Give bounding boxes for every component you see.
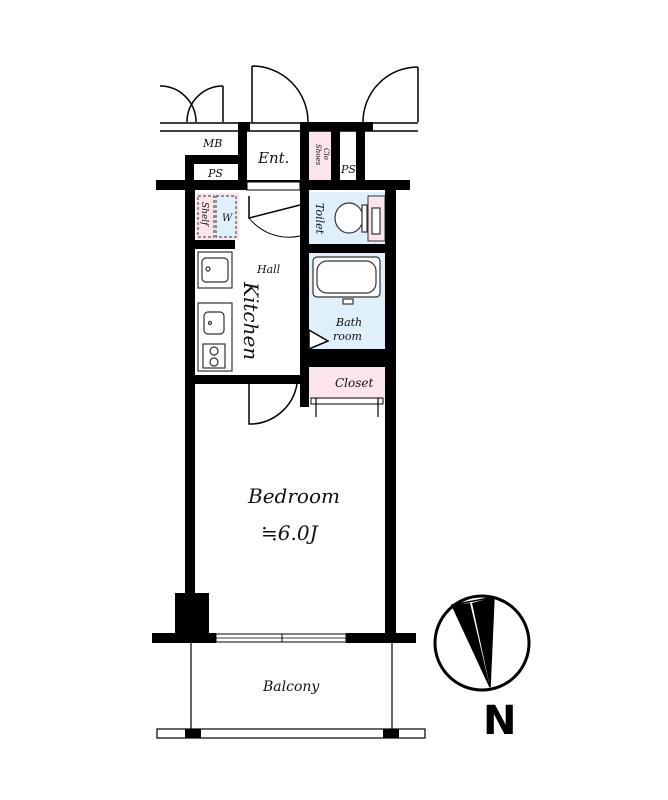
corridor-door-left-b	[159, 85, 197, 123]
shoes-label: Shoes	[314, 144, 322, 166]
corridor-door-right	[362, 66, 419, 123]
compass-north-label: N	[483, 698, 516, 744]
compass: N	[433, 594, 531, 744]
kitchen-label: Kitchen	[239, 281, 263, 360]
ps-left-label: PS	[207, 167, 223, 180]
shelf-label: Shelf	[199, 202, 209, 227]
bath-label: Bath	[335, 316, 362, 329]
w-shelf-box	[215, 195, 237, 238]
mb-label: MB	[202, 137, 222, 150]
toilet-fixture	[334, 202, 381, 235]
toilet-label: Toilet	[313, 203, 326, 235]
entrance-door-swing[interactable]	[251, 65, 309, 123]
closet-label: Closet	[335, 376, 374, 390]
bath-label-2: room	[333, 330, 362, 343]
shoes-closet-area	[309, 130, 331, 180]
bedroom-size-label: ≒6.0J	[261, 521, 319, 545]
w-label: W	[222, 213, 233, 224]
hall-label: Hall	[256, 263, 281, 276]
balcony-railing	[156, 728, 426, 739]
closet-area	[309, 367, 385, 398]
bath-door[interactable]	[308, 328, 330, 351]
shelf-box	[197, 195, 215, 238]
corridor-door-left	[186, 85, 224, 123]
bedroom-label: Bedroom	[247, 484, 340, 508]
kitchen-fixtures	[197, 251, 233, 372]
bedroom-door-swing[interactable]	[248, 383, 298, 425]
ps-right-label: PS	[340, 163, 356, 176]
balcony-label: Balcony	[262, 679, 320, 695]
toilet-door[interactable]	[248, 196, 301, 219]
shoes-label-2: Clo	[322, 148, 330, 160]
entrance-label: Ent.	[257, 149, 289, 167]
bathtub	[312, 256, 381, 305]
hall-door-arc	[248, 217, 301, 238]
closet-door-track	[310, 397, 384, 405]
